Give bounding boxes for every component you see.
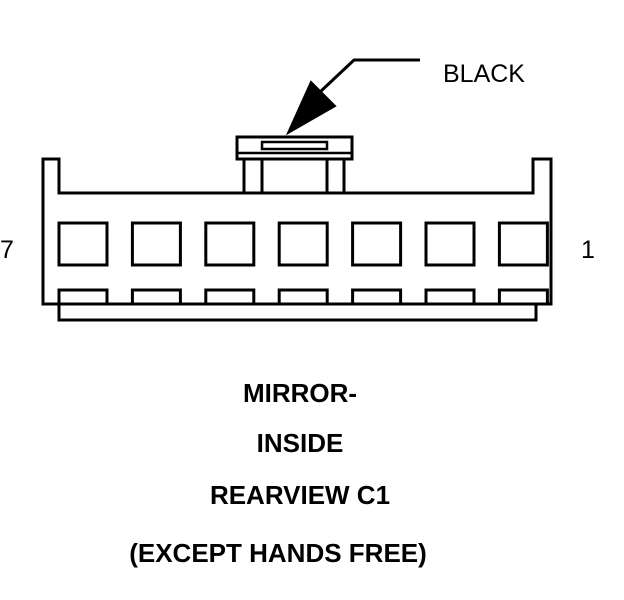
title-line-1: MIRROR- <box>242 378 358 408</box>
pin-tab <box>424 288 476 306</box>
pin-tab <box>497 288 549 306</box>
pin-number-left: 7 <box>0 236 14 264</box>
pin-cavities <box>57 221 549 267</box>
color-leader-line <box>318 58 420 94</box>
pin-cavity <box>57 221 109 267</box>
pin-tab <box>130 288 182 306</box>
connector-latch-inner <box>260 140 329 151</box>
title-line-2: INSIDE <box>256 428 344 458</box>
title-line-3: REARVIEW C1 <box>209 480 391 510</box>
pin-tab <box>277 288 329 306</box>
pin-tab <box>204 288 256 306</box>
connector-color-label: BLACK <box>443 60 525 88</box>
pin-cavity <box>277 221 329 267</box>
title-line-4: (EXCEPT HANDS FREE) <box>129 538 427 568</box>
pin-cavity <box>351 221 403 267</box>
pin-cavity <box>424 221 476 267</box>
connector-latch-stem <box>242 159 346 193</box>
pin-tab <box>57 288 109 306</box>
pin-cavity <box>204 221 256 267</box>
connector-bottom-bar <box>57 304 538 322</box>
pin-cavity <box>130 221 182 267</box>
pin-cavity <box>497 221 549 267</box>
color-arrowhead <box>285 80 337 136</box>
pin-tab <box>351 288 403 306</box>
pin-tabs <box>57 288 549 306</box>
pin-number-right: 1 <box>581 236 595 264</box>
connector-latch <box>235 135 354 161</box>
